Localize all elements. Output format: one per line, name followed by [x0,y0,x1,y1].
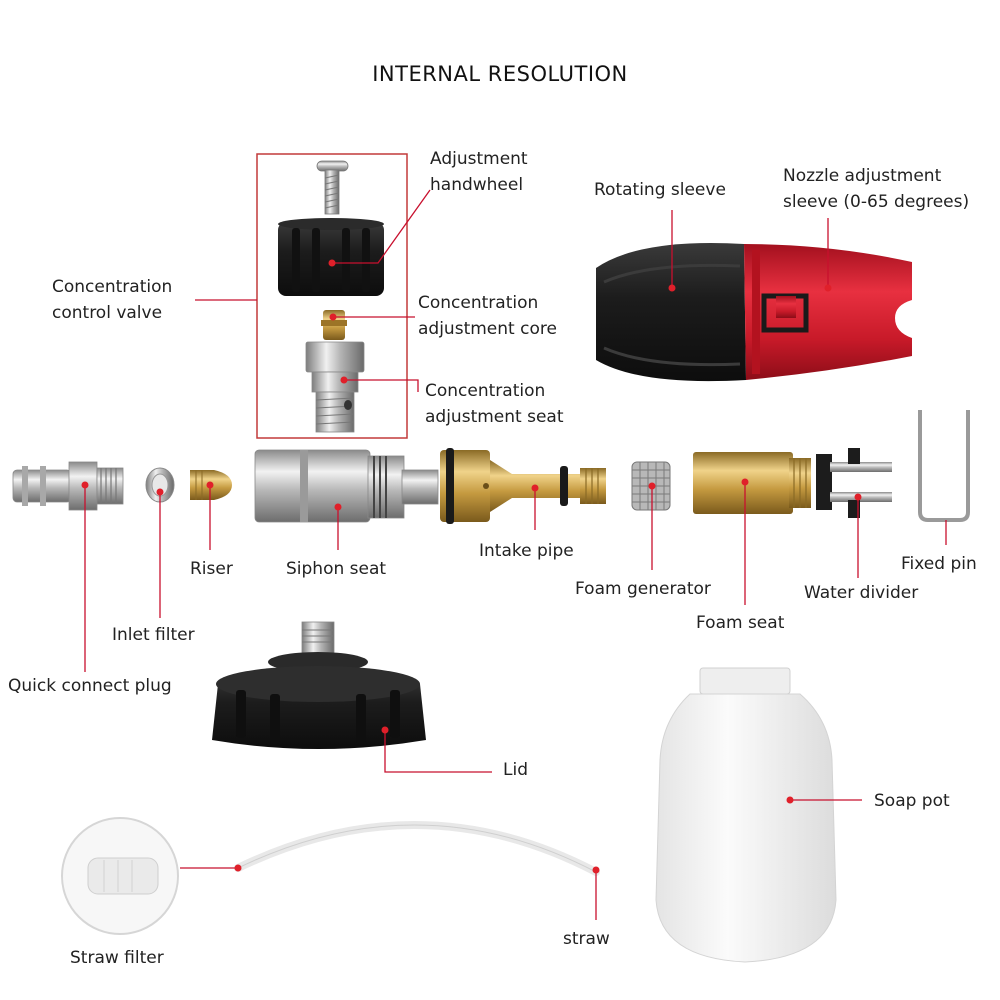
label-line: handwheel [430,175,524,195]
leader-adjustment-handwheel [332,189,431,264]
valve-group-frame [256,153,408,439]
dot-adjustment-handwheel [328,259,336,267]
dot-soap-pot [786,796,794,804]
adjustment-seat-part [305,341,365,433]
label-line: Nozzle adjustment [783,166,942,186]
dot-straw [592,866,600,874]
handwheel-part [278,218,384,296]
foam-seat-part [693,452,811,514]
label-straw: straw [563,929,610,949]
label-siphon-seat: Siphon seat [286,559,387,579]
label-line: Concentration [52,277,173,297]
screw-part [316,160,349,215]
label-intake-pipe: Intake pipe [479,541,574,561]
dot-nozzle-adjustment-sleeve [824,284,832,292]
lid-part [212,621,426,749]
label-foam-generator: Foam generator [575,579,711,599]
leader-lid [384,730,492,773]
label-straw-filter: Straw filter [70,948,164,968]
siphon-seat-part [254,449,439,523]
label-fixed-pin: Fixed pin [901,554,977,574]
label-concentration-adjustment-core: Concentration adjustment core [418,290,557,342]
quick-connect-plug-part [12,461,124,511]
intake-pipe-part [440,448,606,524]
straw-filter-part [61,817,179,935]
nozzle-part [596,243,912,382]
label-riser: Riser [190,559,233,579]
label-water-divider: Water divider [804,583,919,603]
dot-foam-generator [648,482,656,490]
dot-inlet-filter [156,488,164,496]
label-adjustment-handwheel: Adjustment handwheel [430,146,528,198]
label-quick-connect-plug: Quick connect plug [8,676,172,696]
label-lid: Lid [503,760,528,780]
dot-straw-filter [234,864,242,872]
label-line: Concentration [425,381,546,401]
water-divider-part [816,448,892,518]
label-line: Adjustment [430,149,528,169]
label-rotating-sleeve: Rotating sleeve [594,180,726,200]
inlet-filter-part [145,467,175,503]
label-inlet-filter: Inlet filter [112,625,195,645]
dot-foam-seat [741,478,749,486]
label-nozzle-adjustment-sleeve: Nozzle adjustment sleeve (0-65 degrees) [783,163,969,215]
leader-concentration-adjustment-seat [344,379,419,392]
label-soap-pot: Soap pot [874,791,950,811]
label-foam-seat: Foam seat [696,613,785,633]
dot-rotating-sleeve [668,284,676,292]
label-line: adjustment core [418,319,557,339]
dot-intake-pipe [531,484,539,492]
label-line: Concentration [418,293,539,313]
label-line: control valve [52,303,163,323]
diagram-title: INTERNAL RESOLUTION [372,62,628,86]
dot-riser [206,481,214,489]
dot-adjustment-core [329,313,337,321]
fixed-pin-part [918,410,970,522]
dot-water-divider [854,493,862,501]
dot-lid [381,726,389,734]
soap-pot-part [655,667,837,963]
label-line: sleeve (0-65 degrees) [783,192,970,212]
dot-adjustment-seat [340,376,348,384]
dot-siphon-seat [334,503,342,511]
label-concentration-control-valve: Concentration control valve [52,274,172,326]
label-concentration-adjustment-seat: Concentration adjustment seat [425,378,564,430]
dot-quick-connect-plug [81,481,89,489]
label-line: adjustment seat [425,407,564,427]
